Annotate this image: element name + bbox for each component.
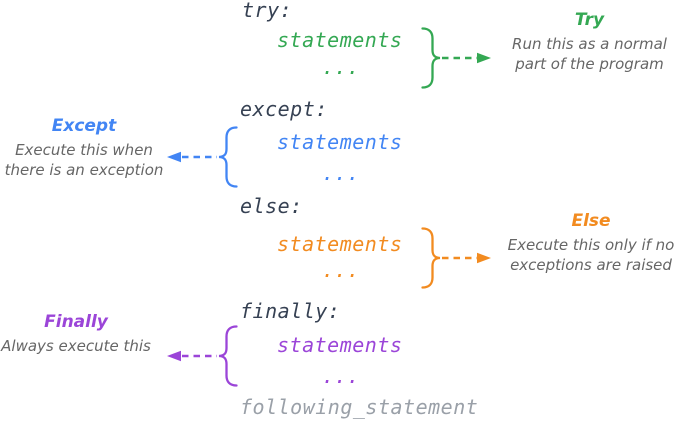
finally-annotation-label: Finally: [44, 312, 108, 332]
try-annotation: Try Run this as a normal part of the pro…: [502, 10, 677, 75]
else-annotation-label: Else: [571, 211, 611, 231]
finally-annotation-description-line1: Always execute this: [1, 337, 151, 356]
brace-left-arrow-icon: [167, 325, 238, 387]
else-brace-arrow: [420, 227, 496, 289]
except-annotation-description-line2: there is an exception: [4, 161, 164, 180]
try-brace-arrow: [420, 27, 496, 89]
brace-left-arrow-icon: [167, 126, 238, 188]
else-annotation-description-line2: exceptions are raised: [510, 256, 672, 275]
code-else-keyword: else:: [240, 194, 303, 218]
code-finally-keyword: finally:: [240, 299, 341, 323]
except-annotation-label: Except: [51, 116, 117, 136]
finally-brace-arrow: [167, 325, 239, 387]
code-else-ellipsis: ...: [322, 258, 360, 282]
code-finally-ellipsis: ...: [322, 364, 360, 388]
brace-right-arrow-icon: [421, 27, 491, 89]
except-annotation: Except Execute this when there is an exc…: [0, 116, 168, 181]
try-annotation-label: Try: [574, 10, 605, 30]
finally-annotation: Finally Always execute this: [0, 312, 152, 357]
code-except-ellipsis: ...: [322, 161, 360, 185]
except-annotation-description-line1: Execute this when: [15, 141, 153, 160]
try-annotation-description-line2: part of the program: [515, 55, 664, 74]
try-annotation-description-line1: Run this as a normal: [512, 35, 667, 54]
code-finally-statements: statements: [277, 333, 403, 357]
code-try-ellipsis: ...: [322, 55, 360, 79]
code-following-statement: following_statement: [240, 395, 479, 419]
except-brace-arrow: [167, 126, 239, 188]
code-except-statements: statements: [277, 130, 403, 154]
else-annotation: Else Execute this only if no exceptions …: [505, 211, 677, 276]
code-try-statements: statements: [277, 28, 403, 52]
brace-right-arrow-icon: [421, 227, 491, 289]
code-except-keyword: except:: [240, 97, 328, 121]
else-annotation-description-line1: Execute this only if no: [507, 236, 675, 255]
code-else-statements: statements: [277, 232, 403, 256]
code-try-keyword: try:: [242, 0, 293, 22]
